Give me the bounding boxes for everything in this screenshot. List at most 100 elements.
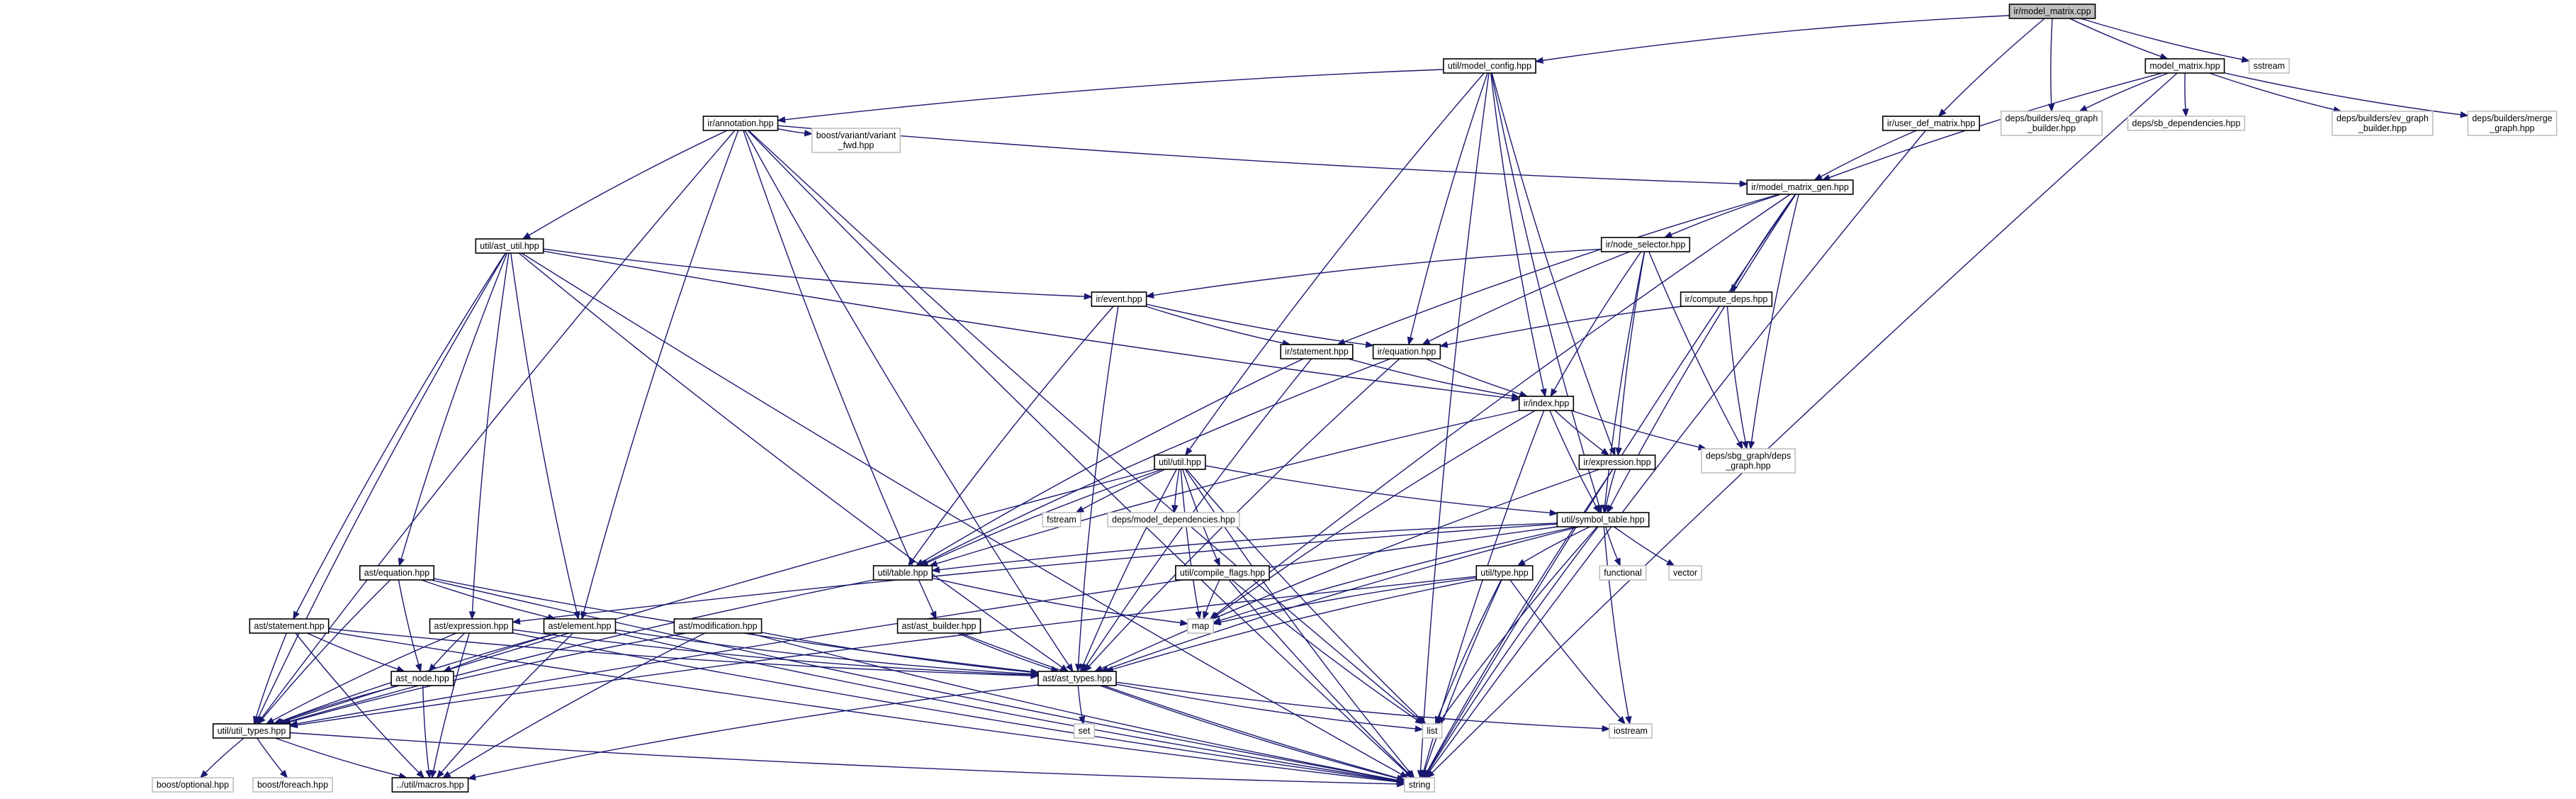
node-label: set [1079,726,1091,736]
node-compile-flags[interactable]: util/compile_flags.hpp [1175,565,1270,581]
arrowhead-icon [1414,717,1424,725]
arrowhead-icon [931,566,940,574]
node-user-def-matrix[interactable]: ir/user_def_matrix.hpp [1882,116,1980,131]
arrowhead-icon [1213,557,1220,567]
node-event[interactable]: ir/event.hpp [1091,291,1147,307]
arrowhead-icon [1602,504,1610,514]
node-ast-node[interactable]: ast_node.hpp [390,671,454,686]
node-model-matrix-gen[interactable]: ir/model_matrix_gen.hpp [1746,179,1854,195]
arrowhead-icon [1742,440,1749,450]
node-node-selector[interactable]: ir/node_selector.hpp [1600,237,1691,252]
node-label: util/util_types.hpp [218,726,286,736]
edge-ast-util-to-util-types [254,252,507,725]
edge-line [1670,194,1782,235]
edge-node-selector-to-ir-expression [1615,251,1646,457]
edge-annotation-to-variant-fwd [777,128,814,137]
arrowhead-icon [288,721,298,729]
edge-ast-node-to-util-types [274,685,400,725]
node-equation[interactable]: ir/equation.hpp [1372,344,1441,359]
edge-util-types-to-string [290,732,1406,788]
arrowhead-icon [777,116,786,123]
edge-line [307,632,398,670]
node-label: model_matrix.hpp [2149,61,2220,71]
edge-line [1205,579,1220,613]
node-ir-expression[interactable]: ir/expression.hpp [1578,454,1656,470]
edge-ast-element-to-macros [436,632,574,779]
node-ast-builder[interactable]: ast/ast_builder.hpp [896,618,982,634]
node-model-matrix[interactable]: model_matrix.hpp [2144,58,2225,74]
node-box [249,618,330,634]
node-label: _graph.hpp [1725,461,1770,471]
edge-line [960,632,1398,778]
node-statement[interactable]: ir/statement.hpp [1280,344,1354,359]
node-symbol-table[interactable]: util/symbol_table.hpp [1556,512,1650,527]
edge-line [1820,130,1917,177]
edge-line [296,252,506,613]
node-util-types[interactable]: util/util_types.hpp [212,723,291,739]
edge-line [433,632,466,666]
node-label: deps/builders/eq_graph [2006,113,2098,123]
arrowhead-icon [1511,392,1521,400]
edge-line [543,248,1085,297]
arrowhead-icon [928,560,938,567]
node-box [1107,512,1240,527]
edge-line [432,632,471,771]
edge-util-type-to-ast-types [1105,579,1477,673]
arrowhead-icon [1030,669,1040,676]
arrowhead-icon [512,618,521,625]
edge-line [912,306,1114,561]
node-ast-types[interactable]: ast/ast_types.hpp [1037,671,1117,686]
arrowhead-icon [1534,57,1544,64]
edge-line [1618,251,1646,449]
node-label: fstream [1047,515,1076,525]
edge-model-config-to-symbol-table [1490,72,1603,514]
node-box [1187,618,1214,634]
edge-line [1553,251,1642,391]
node-ast-statement[interactable]: ast/statement.hpp [249,618,330,634]
node-util-table[interactable]: util/table.hpp [872,565,933,581]
arrowhead-icon [293,610,300,620]
node-label: sstream [2254,61,2285,71]
edge-symbol-table-to-util-type [1517,526,1590,566]
arrowhead-icon [804,130,814,137]
arrowhead-icon [1663,231,1673,238]
edge-compile-flags-to-list [1231,579,1424,725]
arrowhead-icon [1617,715,1626,725]
edge-line [274,737,400,777]
node-util-util[interactable]: util/util.hpp [1154,454,1206,470]
edge-line [1549,410,1597,507]
node-box [1091,291,1147,307]
node-ast-element[interactable]: ast/element.hpp [543,618,617,634]
node-macros[interactable]: ../util/macros.hpp [391,777,469,793]
arrowhead-icon [1059,664,1069,672]
node-label: boost/optional.hpp [157,780,229,790]
edge-ast-modification-to-macros [441,632,706,778]
node-model-config[interactable]: util/model_config.hpp [1443,58,1536,74]
node-compute-deps[interactable]: ir/compute_deps.hpp [1680,291,1773,307]
edge-line [1348,358,1512,397]
edge-annotation-to-ast-types [744,130,1074,673]
edge-ast-types-to-list [1115,683,1424,732]
edge-line [939,523,1558,571]
node-label: ast/expression.hpp [434,621,509,631]
node-root[interactable]: ir/model_matrix.cpp [2008,4,2096,19]
edge-line [932,577,1181,624]
node-ast-util[interactable]: util/ast_util.hpp [475,238,544,254]
node-ast-modification[interactable]: ast/modification.hpp [673,618,763,634]
arrowhead-icon [1666,559,1675,566]
node-ev-graph-builder: deps/builders/ev_graph_builder.hpp [2332,111,2434,136]
edge-line [289,632,687,723]
node-annotation[interactable]: ir/annotation.hpp [702,116,779,131]
node-box [811,128,901,153]
arrowhead-icon [1084,664,1092,672]
node-util-type[interactable]: util/type.hpp [1475,565,1534,581]
node-ast-expression[interactable]: ast/expression.hpp [429,618,514,634]
arrowhead-icon [1937,108,1947,117]
node-ast-equation[interactable]: ast/equation.hpp [359,565,435,581]
edge-ast-builder-to-string [960,632,1406,781]
arrowhead-icon [442,665,452,672]
edge-line [921,358,1304,563]
node-box [359,565,435,581]
edge-event-to-statement [1145,306,1291,347]
node-index[interactable]: ir/index.hpp [1518,396,1575,411]
